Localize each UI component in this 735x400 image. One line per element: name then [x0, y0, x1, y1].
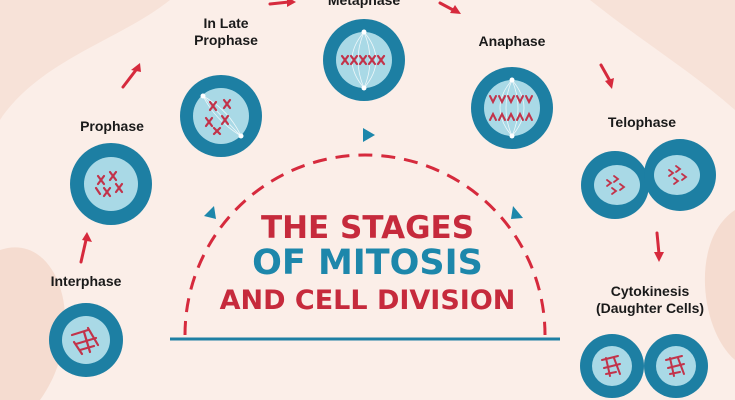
stage-label-anaphase: Anaphase	[478, 33, 546, 49]
arrow-icon	[79, 238, 88, 264]
arrowhead-icon	[287, 0, 296, 7]
stage-label-interphase: Interphase	[50, 273, 122, 289]
title-line-2: OF MITOSIS	[252, 243, 483, 283]
background-blob	[0, 247, 66, 400]
late-prophase-cell	[180, 75, 262, 157]
anaphase-cell	[471, 67, 553, 149]
arrowhead-icon	[654, 252, 664, 262]
prophase-cell	[70, 143, 152, 225]
arrowhead-icon	[605, 78, 614, 89]
title-line-1: THE STAGES	[260, 210, 475, 246]
cycle-arc	[183, 153, 547, 336]
stage-label-prophase: Prophase	[80, 118, 144, 134]
arrow-icon	[121, 68, 138, 89]
arrow-icon	[599, 63, 612, 83]
daughter-cell-right	[644, 334, 708, 398]
telophase-cell	[581, 139, 716, 219]
arrowhead-icon	[131, 63, 141, 72]
daughter-cell-left	[580, 334, 644, 398]
stage-label-cytokinesis: Cytokinesis (Daughter Cells)	[595, 283, 705, 316]
arrow-icon	[655, 231, 661, 256]
arrowhead-icon	[82, 232, 92, 242]
arc-arrow-left-icon	[204, 206, 216, 219]
background-blob	[0, 0, 170, 120]
stage-label-telophase: Telophase	[607, 114, 677, 130]
background-blob	[704, 210, 735, 360]
background-blob	[590, 0, 735, 110]
metaphase-cell	[323, 19, 405, 101]
arrowhead-icon	[450, 5, 461, 14]
stage-label-late-prophase: In Late Prophase	[194, 15, 258, 48]
arrow-icon	[268, 0, 291, 6]
title-line-3: AND CELL DIVISION	[219, 285, 516, 316]
arc-arrow-top-icon	[363, 128, 375, 142]
stage-label-metaphase: Metaphase	[327, 0, 401, 8]
arc-arrow-right-icon	[511, 206, 523, 219]
interphase-cell	[49, 303, 123, 377]
